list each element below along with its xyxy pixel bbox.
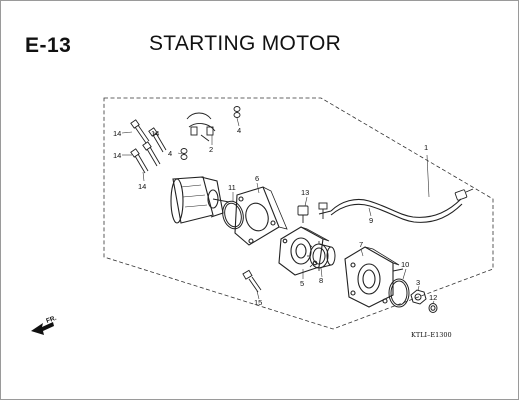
callout-1: 1	[424, 143, 428, 152]
callout-13: 13	[301, 188, 309, 197]
pinion-housing-7-drawing	[344, 246, 404, 308]
nuts-4-drawing	[180, 106, 241, 160]
callout-3: 3	[416, 278, 420, 287]
motor-body-drawing	[170, 176, 230, 224]
callout-6: 6	[255, 174, 259, 183]
callout-12: 12	[429, 293, 437, 302]
callout-4-left: 4	[168, 149, 172, 158]
nut-12-drawing	[428, 303, 438, 313]
callout-9: 9	[369, 216, 373, 225]
front-direction-arrow: FR.	[31, 315, 58, 335]
cap-3-drawing	[410, 289, 427, 305]
callout-14-d: 14	[138, 182, 146, 191]
callout-14-b: 14	[151, 129, 159, 138]
callout-7: 7	[359, 240, 363, 249]
callout-15: 15	[254, 298, 262, 307]
callout-5: 5	[300, 279, 304, 288]
bolts-14-drawing	[130, 119, 167, 174]
gear-8-drawing	[307, 241, 336, 271]
callout-11: 11	[228, 183, 236, 192]
page-title: STARTING MOTOR	[149, 32, 342, 55]
assembly-boundary	[103, 97, 494, 330]
leader-lines	[121, 117, 435, 304]
reference-code: KTLI–E1300	[411, 331, 452, 339]
callout-14-c: 14	[113, 151, 121, 160]
arrow-icon	[31, 322, 54, 335]
section-code: E-13	[25, 34, 72, 57]
bolt-13-drawing	[297, 202, 328, 223]
end-cover-6-drawing	[234, 186, 288, 246]
callout-10: 10	[401, 260, 409, 269]
callout-8: 8	[319, 276, 323, 285]
brush-holder-drawing	[186, 112, 216, 142]
housing-5-drawing	[278, 226, 330, 276]
o-ring-10-drawing	[388, 278, 410, 308]
wire-harness-drawing	[318, 188, 474, 223]
callout-14-a: 14	[113, 129, 121, 138]
callout-2: 2	[209, 145, 213, 154]
callout-4-top: 4	[237, 126, 241, 135]
bolt-15-drawing	[242, 269, 262, 293]
o-ring-11-drawing	[222, 200, 244, 230]
direction-label: FR.	[45, 315, 57, 325]
